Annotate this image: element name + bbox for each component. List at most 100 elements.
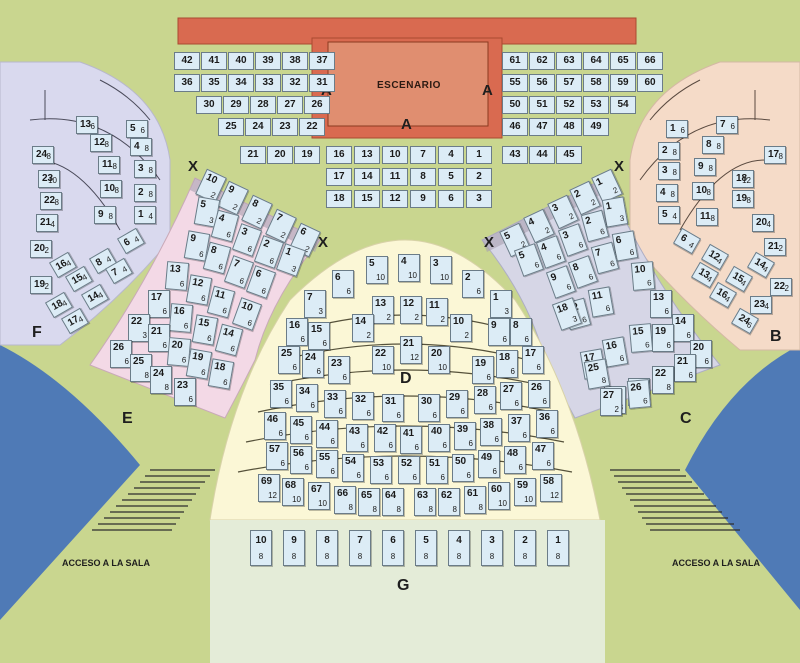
stage-left-seat-39[interactable]: 39 xyxy=(255,52,281,70)
stage-right-seat-43[interactable]: 43 xyxy=(502,146,528,164)
front-seat-13[interactable]: 13 xyxy=(354,146,380,164)
stage-right-seat-62[interactable]: 62 xyxy=(529,52,555,70)
front-seat-18[interactable]: 18 xyxy=(326,190,352,208)
front-seat-6[interactable]: 6 xyxy=(438,190,464,208)
stage-left-seat-30[interactable]: 30 xyxy=(196,96,222,114)
stage-left-seat-36[interactable]: 36 xyxy=(174,74,200,92)
stage-left-seat-34[interactable]: 34 xyxy=(228,74,254,92)
front-seat-9[interactable]: 9 xyxy=(410,190,436,208)
front-seat-10[interactable]: 10 xyxy=(382,146,408,164)
stage-right-seat-52[interactable]: 52 xyxy=(556,96,582,114)
front-seat-7[interactable]: 7 xyxy=(410,146,436,164)
front-seat-11[interactable]: 11 xyxy=(382,168,408,186)
front-seat-12[interactable]: 12 xyxy=(382,190,408,208)
stage-left-seat-20[interactable]: 20 xyxy=(267,146,293,164)
stage-right-seat-54[interactable]: 54 xyxy=(610,96,636,114)
stage-left-seat-24[interactable]: 24 xyxy=(245,118,271,136)
stage-right-seat-64[interactable]: 64 xyxy=(583,52,609,70)
stage-right-seat-50[interactable]: 50 xyxy=(502,96,528,114)
stage-right-seat-46[interactable]: 46 xyxy=(502,118,528,136)
stage-left-seat-41[interactable]: 41 xyxy=(201,52,227,70)
stage-left-seat-28[interactable]: 28 xyxy=(250,96,276,114)
front-seat-2[interactable]: 2 xyxy=(466,168,492,186)
stage-left-seat-29[interactable]: 29 xyxy=(223,96,249,114)
stage-right-seat-65[interactable]: 65 xyxy=(610,52,636,70)
stage-left-seat-25[interactable]: 25 xyxy=(218,118,244,136)
stage-left-seat-27[interactable]: 27 xyxy=(277,96,303,114)
stage-right-seat-44[interactable]: 44 xyxy=(529,146,555,164)
stage-right-seat-63[interactable]: 63 xyxy=(556,52,582,70)
stage-left-seat-19[interactable]: 19 xyxy=(294,146,320,164)
stage-right-seat-53[interactable]: 53 xyxy=(583,96,609,114)
stage-right-seat-60[interactable]: 60 xyxy=(637,74,663,92)
front-seat-16[interactable]: 16 xyxy=(326,146,352,164)
